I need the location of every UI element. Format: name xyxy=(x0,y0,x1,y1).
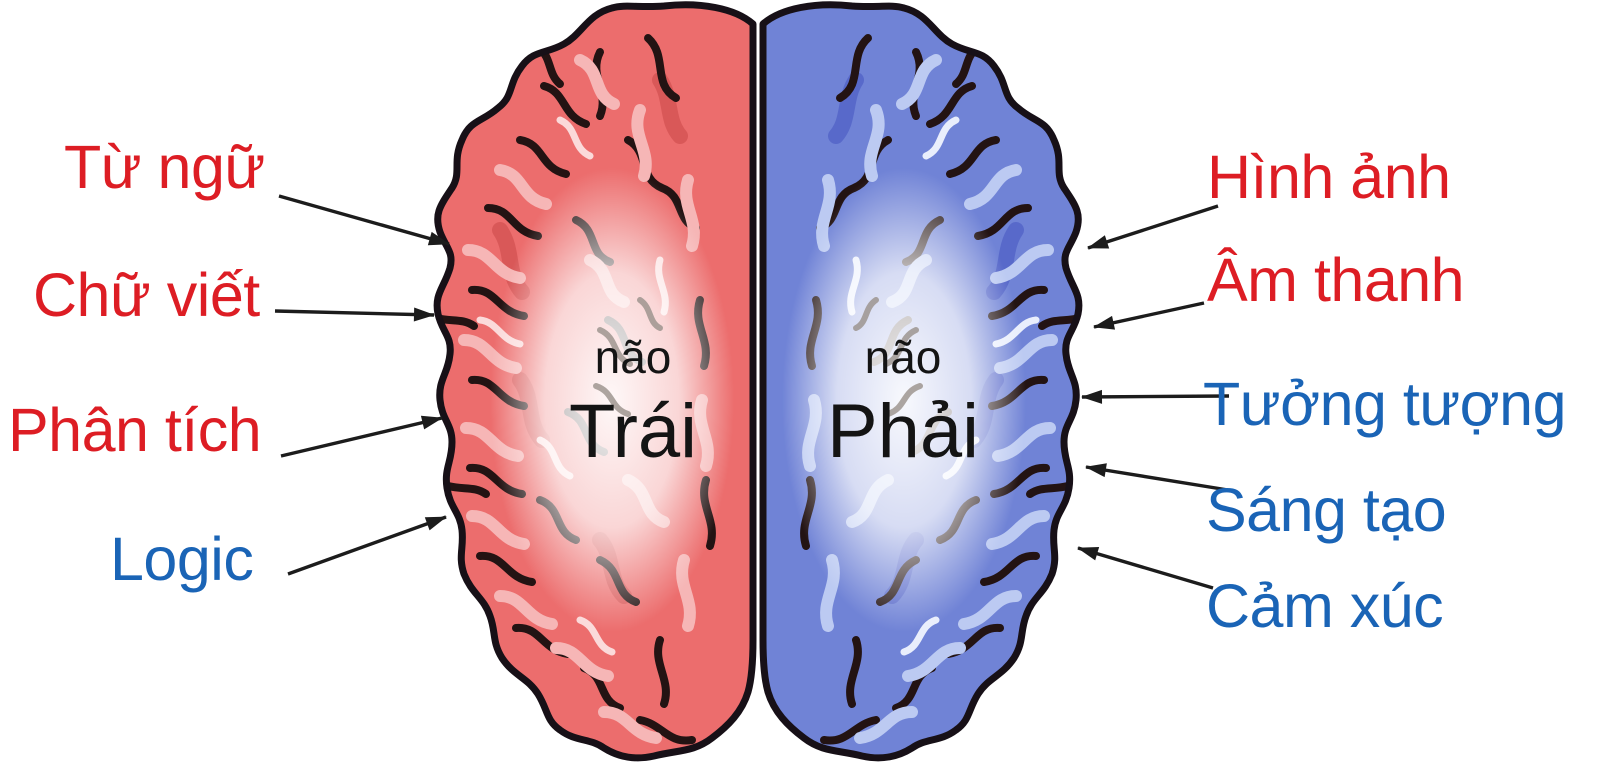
label-phan-tich: Phân tích xyxy=(8,396,262,464)
arrow-chu-viet xyxy=(274,307,435,322)
right-hemisphere-label-line1: não xyxy=(864,331,942,383)
label-sang-tao: Sáng tạo xyxy=(1206,476,1447,544)
left-hemisphere-outline xyxy=(433,1,757,762)
arrow-hinh-anh xyxy=(1087,204,1219,250)
left-hemisphere-label-line1: não xyxy=(594,331,672,383)
right-hemisphere-outline xyxy=(759,1,1083,762)
right-hemisphere-label: não Phải xyxy=(827,334,979,470)
arrow-am-thanh xyxy=(1093,301,1205,330)
label-tu-ngu: Từ ngữ xyxy=(64,133,265,201)
label-am-thanh: Âm thanh xyxy=(1207,246,1465,314)
label-arrows xyxy=(274,194,1230,590)
right-hemisphere-folds xyxy=(782,34,1079,745)
arrow-cam-xuc xyxy=(1077,546,1214,590)
left-hemisphere-label-line2: Trái xyxy=(568,389,698,474)
arrow-sang-tao xyxy=(1085,463,1229,492)
label-tuong-tuong: Tưởng tượng xyxy=(1203,370,1567,438)
arrow-tu-ngu xyxy=(278,194,450,246)
label-logic: Logic xyxy=(110,525,254,593)
arrow-logic xyxy=(287,515,447,576)
label-hinh-anh: Hình ảnh xyxy=(1207,143,1451,211)
left-hemisphere-folds xyxy=(437,34,734,745)
arrow-tuong-tuong xyxy=(1081,389,1230,404)
label-chu-viet: Chữ viết xyxy=(33,261,260,329)
arrow-phan-tich xyxy=(280,415,443,458)
right-hemisphere-label-line2: Phải xyxy=(826,389,980,474)
left-hemisphere-label: não Trái xyxy=(569,334,697,470)
label-cam-xuc: Cảm xúc xyxy=(1206,572,1444,640)
